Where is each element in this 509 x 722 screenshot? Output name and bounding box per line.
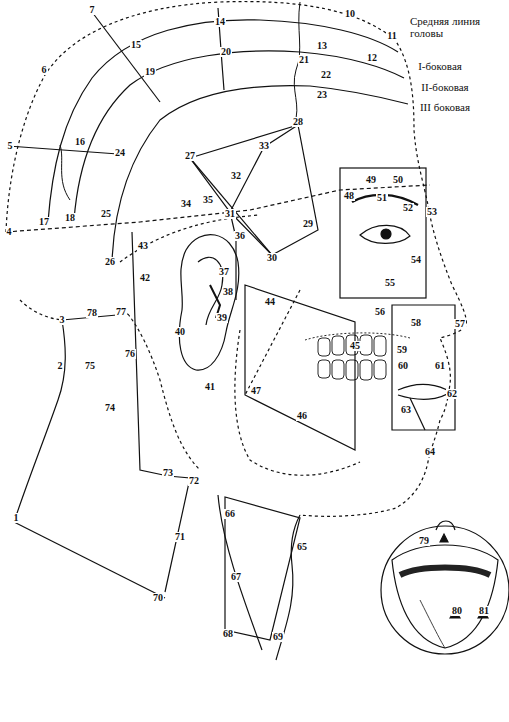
callout-number: 6 — [41, 65, 48, 76]
callout-number: 68 — [222, 629, 234, 640]
callout-number: 2 — [57, 361, 64, 372]
callout-number: 4 — [6, 227, 13, 238]
callout-number: 28 — [292, 117, 304, 128]
callout-number: 42 — [139, 273, 151, 284]
callout-number: 46 — [296, 411, 308, 422]
callout-number: 58 — [410, 318, 422, 329]
callout-number: 27 — [184, 151, 196, 162]
callout-number: 74 — [104, 403, 116, 414]
callout-number: 69 — [272, 632, 284, 643]
callout-number: 16 — [74, 137, 86, 148]
callout-number: 39 — [216, 313, 228, 324]
callout-number: 57 — [454, 319, 466, 330]
callout-number: 47 — [250, 386, 262, 397]
callout-number: 24 — [114, 148, 126, 159]
callout-number: 62 — [446, 389, 458, 400]
callout-number: 30 — [266, 253, 278, 264]
callout-number: 70 — [152, 593, 164, 604]
callout-number: 55 — [384, 278, 396, 289]
callout-number: 7 — [89, 5, 96, 16]
callout-number: 13 — [316, 41, 328, 52]
callout-number: 34 — [180, 199, 192, 210]
callout-number: 18 — [64, 213, 76, 224]
callout-number: 44 — [264, 297, 276, 308]
callout-number: 23 — [316, 90, 328, 101]
callout-number: 76 — [124, 349, 136, 360]
callout-number: 48 — [343, 191, 355, 202]
callout-number: 33 — [258, 141, 270, 152]
callout-number: 36 — [234, 231, 246, 242]
callout-number: 14 — [214, 17, 226, 28]
callout-number: 60 — [397, 361, 409, 372]
callout-number: 11 — [386, 31, 397, 42]
callout-number: 21 — [298, 55, 310, 66]
line-label: I-боковая — [417, 61, 463, 73]
callout-number: 56 — [374, 307, 386, 318]
callout-number: 5 — [7, 141, 14, 152]
callout-number: 80 — [451, 606, 463, 617]
callout-number: 37 — [218, 267, 230, 278]
callout-number: 25 — [100, 209, 112, 220]
callout-number: 54 — [410, 255, 422, 266]
callout-number: 67 — [230, 572, 242, 583]
callout-number: 17 — [38, 217, 50, 228]
callout-number: 63 — [400, 405, 412, 416]
callout-number: 3 — [59, 315, 66, 326]
callout-number: 81 — [478, 606, 490, 617]
callout-number: 79 — [418, 536, 430, 547]
callout-number: 19 — [144, 67, 156, 78]
callout-number: 20 — [220, 47, 232, 58]
callout-number: 32 — [230, 171, 242, 182]
callout-number: 45 — [349, 341, 361, 352]
callout-number: 71 — [174, 532, 186, 543]
callout-number: 61 — [434, 361, 446, 372]
callout-number: 72 — [188, 476, 200, 487]
callout-number: 10 — [344, 9, 356, 20]
callout-number: 73 — [162, 468, 174, 479]
callout-number: 75 — [84, 361, 96, 372]
callout-number: 78 — [86, 308, 98, 319]
line-label: Средняя линия головы — [409, 16, 495, 39]
callout-number: 64 — [424, 447, 436, 458]
callout-number: 29 — [302, 219, 314, 230]
line-label: II-боковая — [420, 82, 469, 94]
callout-number: 41 — [204, 382, 216, 393]
callout-number: 26 — [104, 257, 116, 268]
callout-number: 50 — [392, 175, 404, 186]
callout-number: 66 — [224, 509, 236, 520]
callout-number: 43 — [137, 241, 149, 252]
callout-number: 1 — [13, 513, 20, 524]
callout-number: 38 — [222, 287, 234, 298]
callout-number: 53 — [426, 207, 438, 218]
callout-number: 15 — [130, 40, 142, 51]
callout-number: 12 — [366, 53, 378, 64]
callout-number: 40 — [174, 327, 186, 338]
callout-number: 77 — [115, 307, 127, 318]
callout-number: 22 — [320, 70, 332, 81]
callout-number: 49 — [365, 175, 377, 186]
callout-number: 31 — [224, 209, 236, 220]
callout-number: 52 — [402, 203, 414, 214]
callout-number: 65 — [296, 542, 308, 553]
callout-number: 51 — [376, 193, 388, 204]
line-label: III боковая — [419, 102, 471, 114]
callout-number: 35 — [202, 195, 214, 206]
callout-number: 59 — [396, 345, 408, 356]
